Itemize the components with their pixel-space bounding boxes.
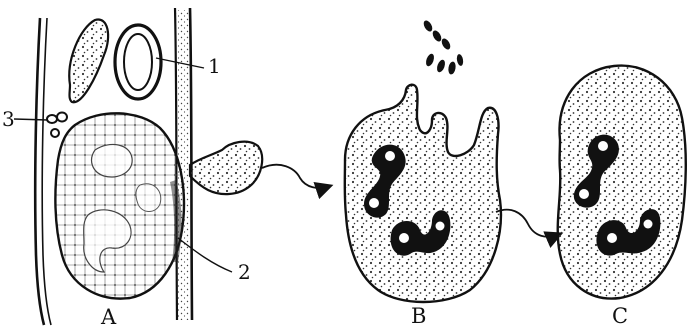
label-1: 1 — [208, 56, 221, 76]
emerging-pseudopod — [190, 142, 262, 194]
label-cell-b: B — [411, 306, 426, 327]
label-cell-c: C — [612, 306, 628, 327]
cell-B — [345, 85, 501, 302]
label-2: 2 — [238, 262, 251, 282]
vessel-wall-left — [35, 18, 51, 325]
platelets — [47, 113, 67, 138]
elongated-cell — [69, 19, 108, 102]
label-cell-a: A — [101, 307, 116, 328]
arrow-a-to-b — [262, 165, 330, 188]
cell-A — [55, 113, 184, 298]
bacteria — [422, 19, 464, 75]
arrow-b-to-c — [496, 210, 560, 237]
red-blood-cell-ring — [115, 25, 161, 99]
leader-line-3 — [14, 119, 48, 120]
cell-C — [558, 66, 686, 299]
label-3: 3 — [2, 109, 15, 129]
